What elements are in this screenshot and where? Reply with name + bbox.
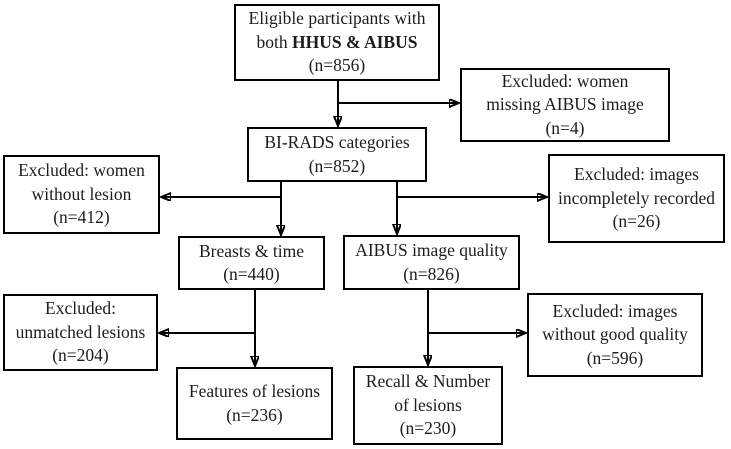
box-excluded-unmatched-line2: unmatched lesions xyxy=(15,321,146,342)
box-eligible-line1: Eligible participants with xyxy=(248,8,426,29)
box-excluded-unmatched-line1: Excluded: xyxy=(45,298,116,319)
box-excluded-incomplete: Excluded: images incompletely recorded (… xyxy=(548,154,725,243)
box-aibus-quality-count: (n=826) xyxy=(403,263,460,284)
box-features-line1: Features of lesions xyxy=(188,381,321,402)
box-recall-line1: Recall & Number xyxy=(365,371,491,392)
box-excluded-without-lesion-line2: without lesion xyxy=(31,183,132,204)
box-birads-line1: BI-RADS categories xyxy=(264,132,410,153)
box-excluded-incomplete-line2: incompletely recorded xyxy=(558,187,715,208)
box-excluded-unmatched-count: (n=204) xyxy=(52,345,109,366)
box-eligible-line2-prefix: both xyxy=(256,31,288,52)
box-excluded-without-lesion: Excluded: women without lesion (n=412) xyxy=(3,155,160,234)
box-excluded-incomplete-line1: Excluded: images xyxy=(574,164,699,185)
box-excluded-quality-line1: Excluded: images xyxy=(552,300,678,321)
box-recall-line2: of lesions xyxy=(394,394,462,415)
box-eligible-participants: Eligible participants with both HHUS & A… xyxy=(234,4,440,81)
box-breasts-time-count: (n=440) xyxy=(223,264,280,284)
box-recall-count: (n=230) xyxy=(399,418,457,439)
box-features-of-lesions: Features of lesions (n=236) xyxy=(176,367,333,440)
box-excluded-missing-aibus: Excluded: women missing AIBUS image (n=4… xyxy=(460,68,670,142)
box-excluded-without-lesion-line1: Excluded: women xyxy=(18,160,145,181)
box-excluded-missing-aibus-line1: Excluded: women xyxy=(501,70,629,91)
box-eligible-count: (n=856) xyxy=(308,55,366,76)
box-breasts-time: Breasts & time (n=440) xyxy=(178,236,325,290)
box-eligible-line2-bold: HHUS & AIBUS xyxy=(292,31,418,52)
box-excluded-without-lesion-count: (n=412) xyxy=(53,207,110,228)
box-excluded-missing-aibus-line2: missing AIBUS image xyxy=(486,94,644,115)
box-recall-number: Recall & Number of lesions (n=230) xyxy=(353,366,503,445)
box-excluded-quality: Excluded: images without good quality (n… xyxy=(527,293,703,377)
box-breasts-time-line1: Breasts & time xyxy=(199,240,304,261)
box-excluded-missing-aibus-count: (n=4) xyxy=(545,117,585,138)
box-birads-count: (n=852) xyxy=(308,155,366,176)
box-excluded-unmatched: Excluded: unmatched lesions (n=204) xyxy=(3,294,158,371)
box-aibus-quality-line1: AIBUS image quality xyxy=(355,240,508,261)
box-excluded-incomplete-count: (n=26) xyxy=(612,211,661,232)
box-features-count: (n=236) xyxy=(226,404,283,425)
box-eligible-line2: both HHUS & AIBUS xyxy=(257,31,418,54)
box-aibus-image-quality: AIBUS image quality (n=826) xyxy=(343,235,520,290)
box-birads-categories: BI-RADS categories (n=852) xyxy=(247,127,427,182)
box-excluded-quality-count: (n=596) xyxy=(586,347,644,368)
box-excluded-quality-line2: without good quality xyxy=(542,324,688,345)
